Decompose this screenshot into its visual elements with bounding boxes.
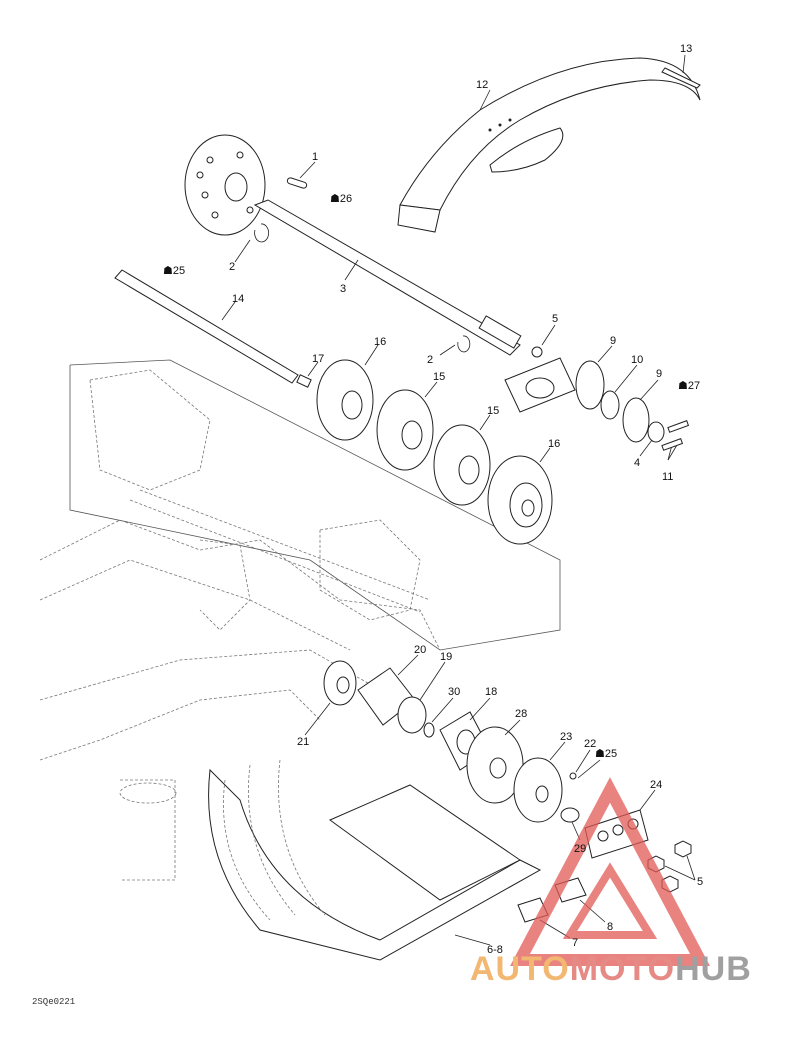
label-14: 14: [232, 293, 244, 305]
watermark-part-1: AUTO: [470, 950, 570, 988]
label-25b: ☗25: [595, 748, 617, 760]
brake-disc: [184, 134, 266, 236]
bearing-group-left: [304, 654, 601, 841]
track: [208, 759, 542, 961]
watermark-part-3: HUB: [675, 950, 752, 988]
part-1-key: [286, 161, 316, 189]
watermark-logo: [510, 777, 710, 966]
part-12-cover: [397, 57, 701, 233]
label-12: 12: [476, 79, 488, 91]
label-10: 10: [631, 354, 643, 366]
label-29: 29: [574, 843, 586, 855]
part-2-circlip: [234, 223, 471, 356]
label-25a: ☗25: [163, 265, 185, 277]
label-19: 19: [440, 651, 452, 663]
label-9a: 9: [610, 335, 616, 347]
label-21: 21: [297, 736, 309, 748]
label-18: 18: [485, 686, 497, 698]
label-30: 30: [448, 686, 460, 698]
label-1: 1: [312, 151, 318, 163]
watermark-part-2: MOTO: [569, 950, 676, 988]
label-27: ☗27: [678, 380, 700, 392]
diagram-reference-code: 2SQe0221: [32, 997, 76, 1007]
label-7: 7: [572, 937, 578, 949]
part-16-sprocket-left: [316, 344, 379, 441]
label-20: 20: [414, 644, 426, 656]
label-28: 28: [515, 708, 527, 720]
part-13-pin: [661, 54, 701, 89]
part-3-drive-axle: [253, 199, 522, 356]
label-2b: 2: [427, 354, 433, 366]
label-8: 8: [607, 921, 613, 933]
label-4: 4: [634, 457, 640, 469]
label-6-8: 6-8: [487, 944, 503, 956]
label-26: ☗26: [330, 193, 352, 205]
label-16a: 16: [374, 336, 386, 348]
label-13: 13: [680, 43, 692, 55]
label-9b: 9: [656, 368, 662, 380]
part-15-sprocket-b: [433, 414, 491, 506]
label-17: 17: [312, 353, 324, 365]
label-15b: 15: [487, 405, 499, 417]
label-5a: 5: [552, 313, 558, 325]
label-22: 22: [584, 738, 596, 750]
label-23: 23: [560, 731, 572, 743]
label-11: 11: [662, 471, 673, 483]
label-15a: 15: [433, 371, 445, 383]
label-2a: 2: [229, 261, 235, 273]
part-17-plug: [296, 361, 319, 388]
label-16b: 16: [548, 438, 560, 450]
label-24: 24: [650, 779, 662, 791]
bearing-housing-right: [504, 324, 690, 461]
label-3: 3: [340, 283, 346, 295]
watermark-text: AUTOMOTOHUB: [470, 950, 800, 990]
part-16-sprocket-right: [487, 447, 553, 545]
part-14-axle: [114, 269, 299, 384]
label-5b: 5: [697, 876, 703, 888]
part-15-sprocket-a: [376, 381, 438, 471]
